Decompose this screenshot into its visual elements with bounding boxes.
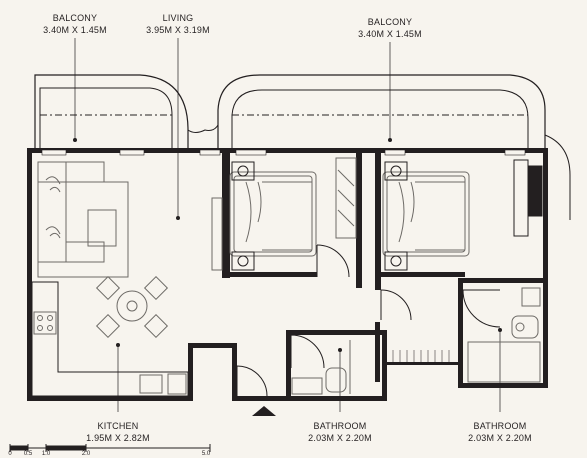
bed-2 — [382, 161, 470, 271]
room-size: 2.03M X 2.20M — [468, 433, 532, 443]
room-name: LIVING — [162, 13, 194, 23]
scale-mark-4: 5.0 — [201, 451, 211, 457]
sofa — [37, 161, 105, 263]
entry-arrow — [252, 406, 276, 416]
label-balcony-left: BALCONY 3.40M X 1.45M — [43, 12, 107, 36]
room-name: BALCONY — [367, 17, 413, 27]
bathroom-2-fixtures — [462, 287, 541, 383]
door-bedroom-2 — [380, 289, 412, 321]
scale-bar — [9, 444, 211, 452]
tv-unit — [211, 197, 223, 271]
bed-1 — [229, 161, 317, 271]
label-living: LIVING 3.95M X 3.19M — [146, 12, 210, 36]
room-name: BATHROOM — [313, 421, 367, 431]
scale-mark-0: 0 — [8, 451, 12, 457]
label-kitchen: KITCHEN 1.95M X 2.82M — [86, 420, 150, 444]
room-size: 3.40M X 1.45M — [358, 29, 422, 39]
label-bathroom-2: BATHROOM 2.03M X 2.20M — [468, 420, 532, 444]
room-size: 1.95M X 2.82M — [86, 433, 150, 443]
label-balcony-right: BALCONY 3.40M X 1.45M — [358, 16, 422, 40]
walls — [27, 148, 548, 401]
corridor-hatching — [392, 350, 450, 362]
dining-set — [95, 275, 169, 339]
label-bathroom-1: BATHROOM 2.03M X 2.20M — [308, 420, 372, 444]
wardrobe-1 — [335, 157, 357, 239]
balcony-left — [34, 74, 219, 150]
room-size: 3.95M X 3.19M — [146, 25, 210, 35]
rug — [37, 181, 129, 278]
room-name: BATHROOM — [473, 421, 527, 431]
scale-mark-1: 0.5 — [23, 451, 33, 457]
scale-mark-2: 1.0 — [41, 451, 51, 457]
kitchen-counter — [31, 281, 189, 397]
door-entry — [236, 365, 268, 397]
room-name: KITCHEN — [97, 421, 139, 431]
door-bedroom-1 — [316, 244, 350, 278]
room-size: 3.40M X 1.45M — [43, 25, 107, 35]
wardrobe-2 — [513, 159, 543, 237]
room-name: BALCONY — [52, 13, 98, 23]
scale-mark-3: 2.0 — [81, 451, 91, 457]
leader-dots — [73, 138, 502, 352]
window-marks — [41, 149, 526, 156]
bathroom-1-fixtures — [290, 334, 351, 395]
room-size: 2.03M X 2.20M — [308, 433, 372, 443]
balcony-right — [217, 74, 571, 220]
